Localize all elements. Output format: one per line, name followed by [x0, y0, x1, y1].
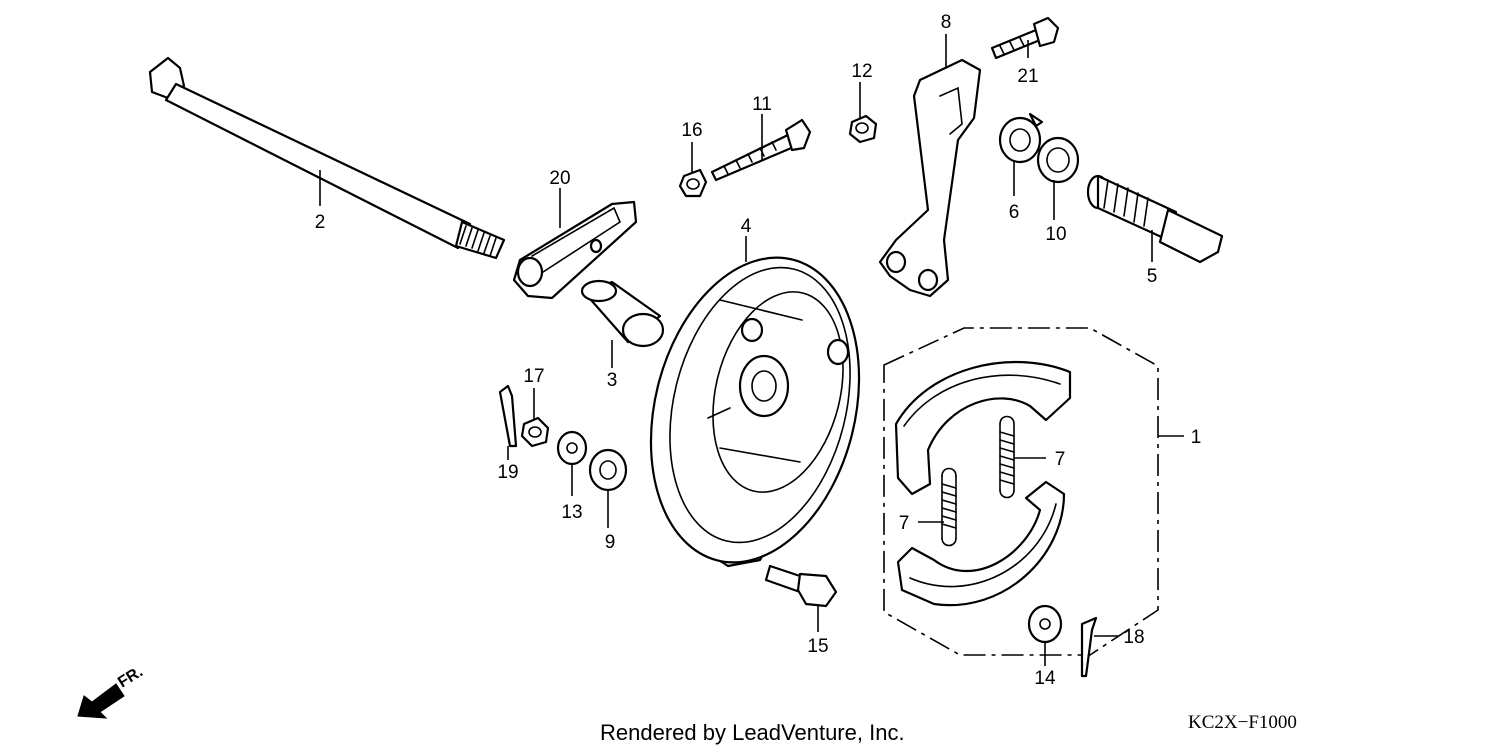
callout-2: 2: [315, 212, 326, 233]
front-direction-label: FR.: [115, 663, 146, 691]
callout-14: 14: [1034, 668, 1056, 689]
callout-9: 9: [605, 532, 616, 553]
callout-19: 19: [497, 462, 518, 483]
callout-21: 21: [1017, 66, 1038, 87]
callout-labels: 1 2 3 4 5 6 7 7 8 9 10 11 12 13 14 15 16…: [315, 12, 1202, 689]
callout-15: 15: [807, 636, 828, 657]
callout-6: 6: [1009, 202, 1020, 223]
axle-adjuster-part[interactable]: [512, 200, 638, 300]
callout-16: 16: [681, 120, 702, 141]
callout-4: 4: [741, 216, 752, 237]
callout-10: 10: [1045, 224, 1066, 245]
callout-20: 20: [549, 168, 570, 189]
collar-part[interactable]: [580, 279, 665, 348]
callout-8: 8: [941, 12, 952, 33]
callout-11: 11: [752, 94, 772, 115]
brake-arm-part[interactable]: [878, 58, 982, 298]
diagram-code: KC2X−F1000: [1188, 712, 1297, 733]
washer-14-part[interactable]: [1027, 604, 1063, 644]
upper-brake-shoe-part[interactable]: [894, 360, 1072, 496]
nut-16-part[interactable]: [678, 168, 708, 198]
brake-shoe-set-outline: [883, 327, 1159, 656]
bolt-11-part[interactable]: [710, 118, 812, 182]
callout-5: 5: [1147, 266, 1158, 287]
nut-17-part[interactable]: [520, 416, 550, 448]
callout-7-lower: 7: [899, 513, 910, 534]
shoe-spring-upper-part[interactable]: [999, 415, 1015, 499]
shoe-spring-lower-part[interactable]: [941, 467, 957, 547]
washer-13-part[interactable]: [556, 430, 588, 466]
rendered-by-credit: Rendered by LeadVenture, Inc.: [600, 720, 905, 745]
callout-12: 12: [851, 61, 872, 82]
lower-brake-shoe-part[interactable]: [896, 480, 1066, 607]
indicator-plate-part[interactable]: [998, 112, 1044, 164]
front-direction-arrow-icon: FR.: [77, 663, 146, 719]
callout-7-upper: 7: [1055, 449, 1066, 470]
leader-lines: [319, 34, 1184, 666]
axle-part[interactable]: [148, 56, 506, 260]
callout-13: 13: [561, 502, 582, 523]
callout-18: 18: [1123, 627, 1144, 648]
callout-3: 3: [607, 370, 618, 391]
nut-12-part[interactable]: [848, 114, 878, 144]
brake-cam-part[interactable]: [1086, 174, 1224, 264]
brake-panel-part[interactable]: [620, 235, 889, 584]
cotter-pin-19-part[interactable]: [498, 384, 518, 448]
bolt-21-part[interactable]: [990, 16, 1060, 60]
pivot-bolt-15-part[interactable]: [764, 564, 838, 608]
oil-seal-part[interactable]: [1036, 136, 1080, 184]
cotter-pin-18-part[interactable]: [1080, 616, 1098, 678]
callout-17: 17: [523, 366, 544, 387]
callout-1: 1: [1191, 427, 1202, 448]
seal-9-part[interactable]: [588, 448, 628, 492]
